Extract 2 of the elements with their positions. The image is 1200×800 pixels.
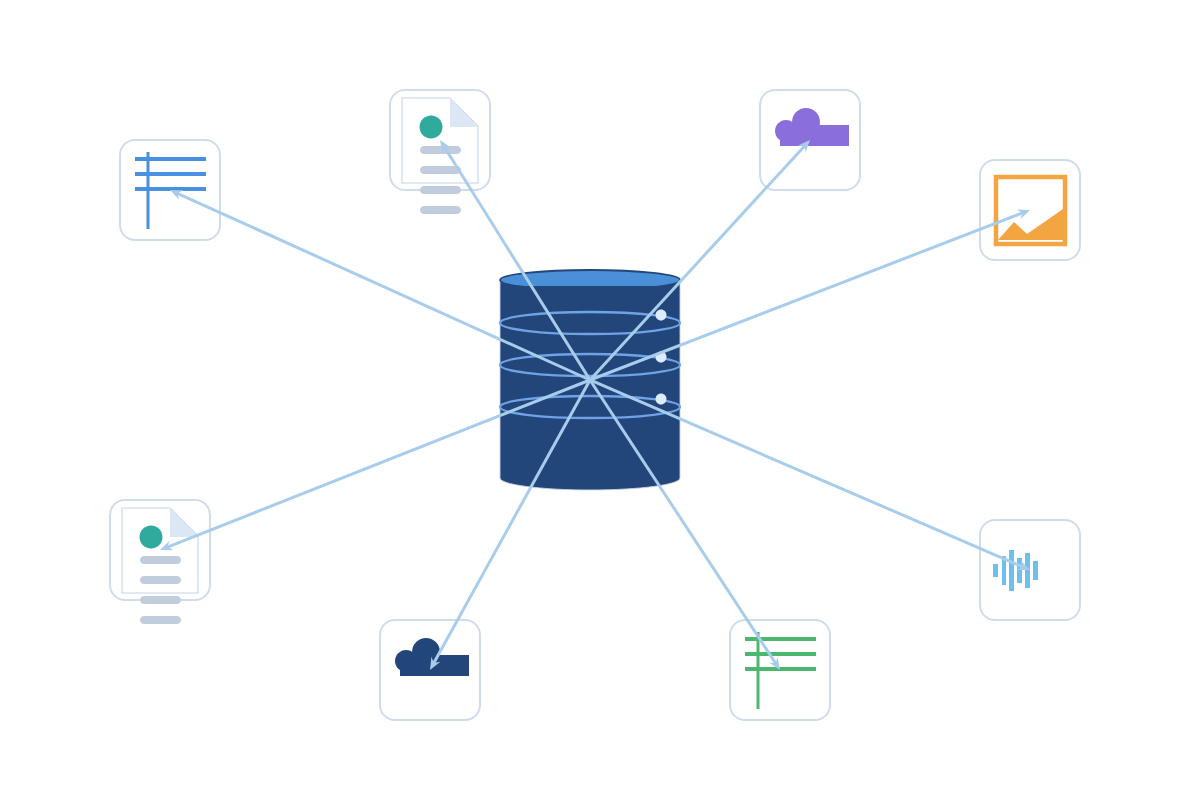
arrow (588, 140, 810, 381)
database-cylinder (498, 269, 682, 491)
